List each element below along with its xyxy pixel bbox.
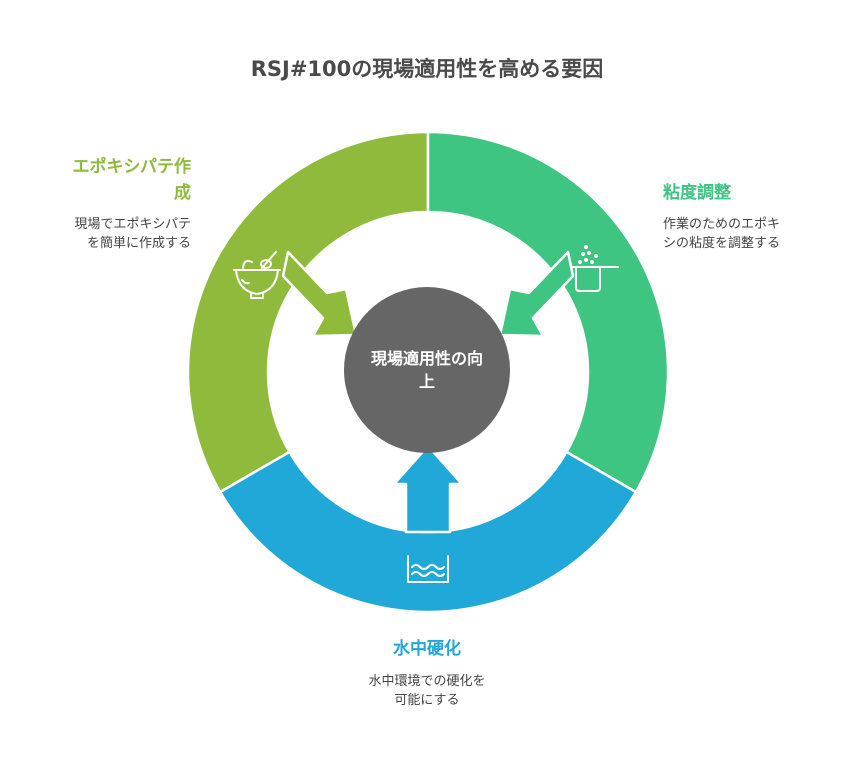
page-title: RSJ#100の現場適用性を高める要因 <box>251 57 604 81</box>
desc-epoxy-putty-line1: 現場でエポキシパテ <box>74 217 191 232</box>
desc-underwater-line1: 水中環境での硬化を <box>368 674 486 689</box>
desc-underwater: 水中環境での硬化を 可能にする <box>327 672 527 710</box>
heading-epoxy-putty-line1: エポキシパテ作 <box>72 157 192 177</box>
heading-epoxy-putty: エポキシパテ作 成 <box>20 154 192 206</box>
center-label-line1: 現場適用性の向 <box>371 349 483 368</box>
segment-underwater <box>218 450 638 614</box>
center-label-line2: 上 <box>419 372 435 391</box>
arrow-viscosity <box>498 250 575 338</box>
desc-viscosity: 作業のためのエポキ シの粘度を調整する <box>663 215 843 253</box>
segment-epoxy-putty <box>186 130 430 494</box>
mortar-bowl-icon <box>233 251 281 299</box>
heading-underwater: 水中硬化 <box>327 636 527 662</box>
desc-epoxy-putty-line2: を簡単に作成する <box>86 236 191 251</box>
heading-viscosity-text: 粘度調整 <box>663 183 731 203</box>
measuring-cup-icon <box>572 245 619 292</box>
segment-viscosity <box>426 130 670 494</box>
arrow-underwater <box>392 444 464 534</box>
desc-viscosity-line2: シの粘度を調整する <box>663 236 781 251</box>
center-circle <box>344 287 510 453</box>
heading-underwater-text: 水中硬化 <box>393 639 461 659</box>
heading-epoxy-putty-line2: 成 <box>174 183 191 203</box>
heading-viscosity: 粘度調整 <box>663 180 843 206</box>
desc-viscosity-line1: 作業のためのエポキ <box>663 217 781 232</box>
desc-underwater-line2: 可能にする <box>394 693 460 708</box>
desc-epoxy-putty: 現場でエポキシパテ を簡単に作成する <box>20 215 191 253</box>
arrow-epoxy-putty <box>281 250 358 338</box>
water-tank-icon <box>407 555 449 583</box>
